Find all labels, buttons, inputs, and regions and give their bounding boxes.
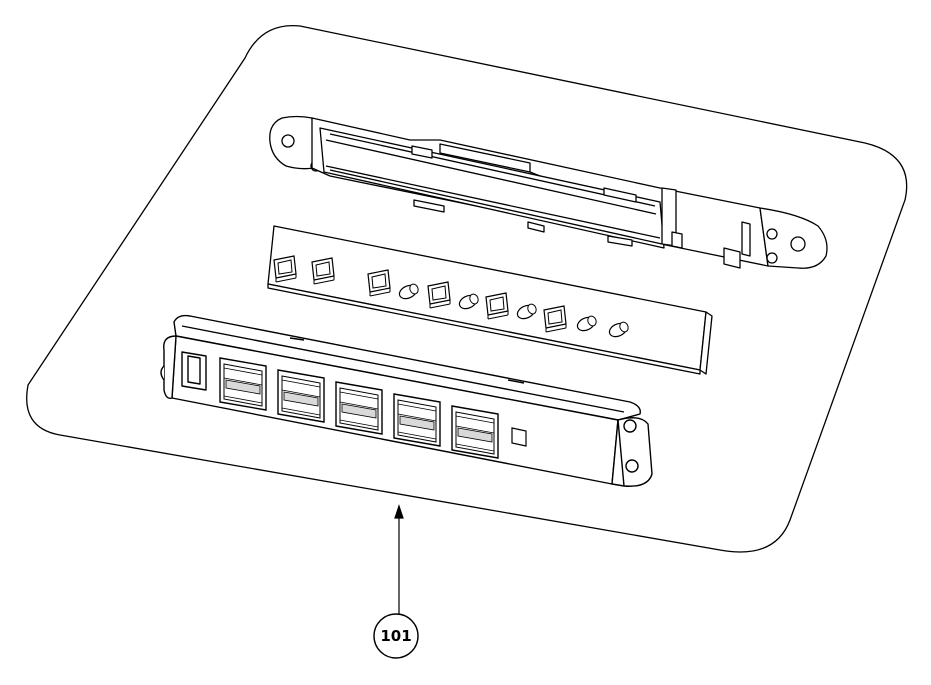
upper-bracket xyxy=(269,115,828,269)
callout-leader xyxy=(394,504,404,614)
callout-101: 101 xyxy=(373,613,419,659)
indicator-window xyxy=(511,427,527,447)
callout-label: 101 xyxy=(380,627,411,645)
